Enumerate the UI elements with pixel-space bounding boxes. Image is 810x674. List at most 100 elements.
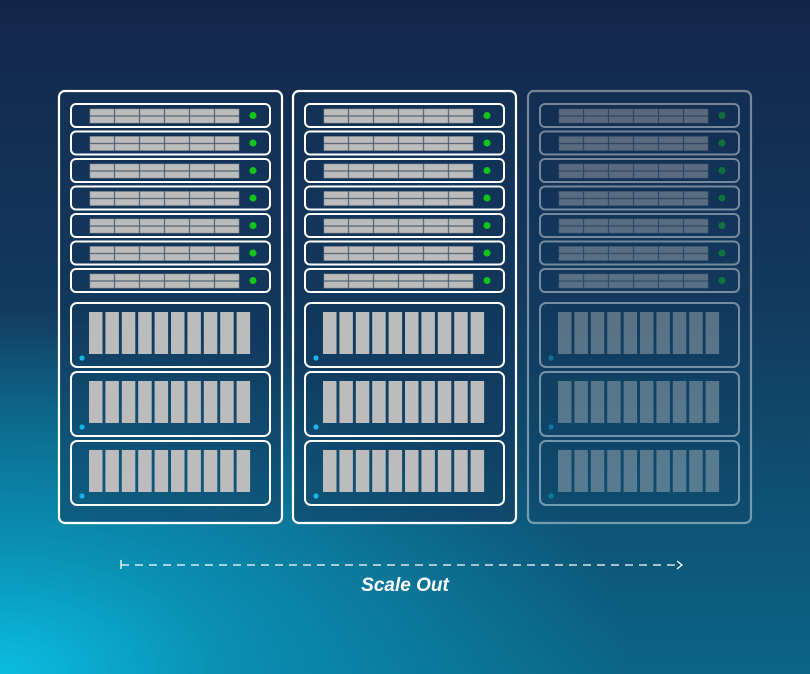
drive-slot bbox=[323, 198, 349, 206]
server-unit bbox=[70, 213, 271, 238]
server-unit-frame bbox=[70, 158, 271, 183]
drive-slot bbox=[658, 281, 684, 289]
disk-bay bbox=[405, 381, 419, 423]
drive-slot bbox=[189, 108, 215, 116]
drive-slot bbox=[139, 246, 165, 254]
disk-bay bbox=[705, 312, 720, 354]
drive-slot bbox=[139, 171, 165, 179]
drive-slot bbox=[633, 108, 659, 116]
drive-slot bbox=[348, 253, 374, 261]
drive-slot bbox=[633, 218, 659, 226]
disk-bay bbox=[138, 381, 152, 423]
storage-unit-frame bbox=[539, 302, 740, 368]
drive-slot bbox=[608, 273, 634, 281]
drive-slot bbox=[608, 136, 634, 144]
server-unit-frame bbox=[70, 268, 271, 293]
disk-bay bbox=[590, 312, 605, 354]
drive-slot bbox=[448, 281, 474, 289]
drive-slot bbox=[323, 226, 349, 234]
server-unit bbox=[70, 268, 271, 293]
drive-slot bbox=[164, 191, 190, 199]
disk-bay bbox=[421, 312, 435, 354]
drive-slot bbox=[583, 108, 609, 116]
disk-bay bbox=[236, 381, 251, 423]
drive-slot bbox=[164, 171, 190, 179]
drive-slot bbox=[348, 218, 374, 226]
drive-slot bbox=[558, 191, 584, 199]
disk-bay bbox=[121, 312, 136, 354]
disk-bay bbox=[138, 450, 152, 492]
drive-slot bbox=[89, 116, 115, 124]
disk-bay bbox=[154, 312, 169, 354]
storage-unit-frame bbox=[304, 302, 505, 368]
drive-slot bbox=[164, 108, 190, 116]
drive-slot bbox=[423, 171, 449, 179]
drive-slot bbox=[139, 226, 165, 234]
drive-slot bbox=[164, 198, 190, 206]
server-unit-frame bbox=[70, 185, 271, 211]
status-led-icon bbox=[249, 194, 257, 202]
drive-slot bbox=[583, 163, 609, 171]
drive-slot bbox=[423, 226, 449, 234]
drive-slot bbox=[139, 163, 165, 171]
drive-slot bbox=[164, 273, 190, 281]
drive-slot bbox=[683, 198, 709, 206]
server-unit bbox=[70, 130, 271, 156]
disk-bay bbox=[590, 381, 605, 423]
drive-slot bbox=[558, 246, 584, 254]
disk-bay bbox=[187, 450, 201, 492]
status-led-icon bbox=[718, 112, 726, 119]
status-led-icon bbox=[718, 139, 726, 147]
drive-slot bbox=[448, 136, 474, 144]
drive-slot bbox=[89, 198, 115, 206]
drive-slot bbox=[583, 226, 609, 234]
server-unit bbox=[539, 103, 740, 128]
drive-slot bbox=[583, 191, 609, 199]
storage-unit bbox=[539, 440, 740, 506]
status-led-icon bbox=[483, 112, 491, 119]
disk-bay bbox=[607, 312, 621, 354]
drive-slot bbox=[683, 273, 709, 281]
drive-slot bbox=[423, 116, 449, 124]
drive-slot bbox=[89, 163, 115, 171]
disk-bay bbox=[138, 312, 152, 354]
drive-slot bbox=[423, 246, 449, 254]
drive-slot bbox=[214, 218, 240, 226]
drive-slot bbox=[373, 226, 399, 234]
drive-slot bbox=[633, 136, 659, 144]
drive-slot bbox=[608, 171, 634, 179]
drive-slot bbox=[139, 273, 165, 281]
server-unit-frame bbox=[70, 130, 271, 156]
drive-slot bbox=[214, 143, 240, 151]
drive-slot bbox=[448, 163, 474, 171]
server-unit bbox=[70, 158, 271, 183]
disk-bay bbox=[421, 450, 435, 492]
disk-bay bbox=[220, 312, 234, 354]
drive-slot bbox=[214, 171, 240, 179]
drive-slot bbox=[633, 198, 659, 206]
server-unit-frame bbox=[304, 213, 505, 238]
disk-bay bbox=[421, 381, 435, 423]
drive-slot bbox=[323, 253, 349, 261]
drive-slot bbox=[658, 218, 684, 226]
server-unit bbox=[70, 185, 271, 211]
drive-slot bbox=[323, 218, 349, 226]
drive-slot bbox=[398, 281, 424, 289]
drive-slot bbox=[558, 198, 584, 206]
drive-slot bbox=[558, 273, 584, 281]
activity-led-icon bbox=[548, 493, 554, 499]
drive-slot bbox=[139, 253, 165, 261]
drive-slot bbox=[373, 163, 399, 171]
drive-slot bbox=[558, 253, 584, 261]
drive-slot bbox=[164, 143, 190, 151]
server-unit-frame bbox=[539, 240, 740, 266]
drive-slot bbox=[323, 143, 349, 151]
storage-unit bbox=[304, 371, 505, 437]
drive-slot bbox=[189, 281, 215, 289]
drive-slot bbox=[373, 273, 399, 281]
drive-slot bbox=[373, 143, 399, 151]
server-unit-frame bbox=[70, 103, 271, 128]
server-unit bbox=[304, 103, 505, 128]
drive-slot bbox=[398, 163, 424, 171]
disk-bay bbox=[89, 450, 103, 492]
